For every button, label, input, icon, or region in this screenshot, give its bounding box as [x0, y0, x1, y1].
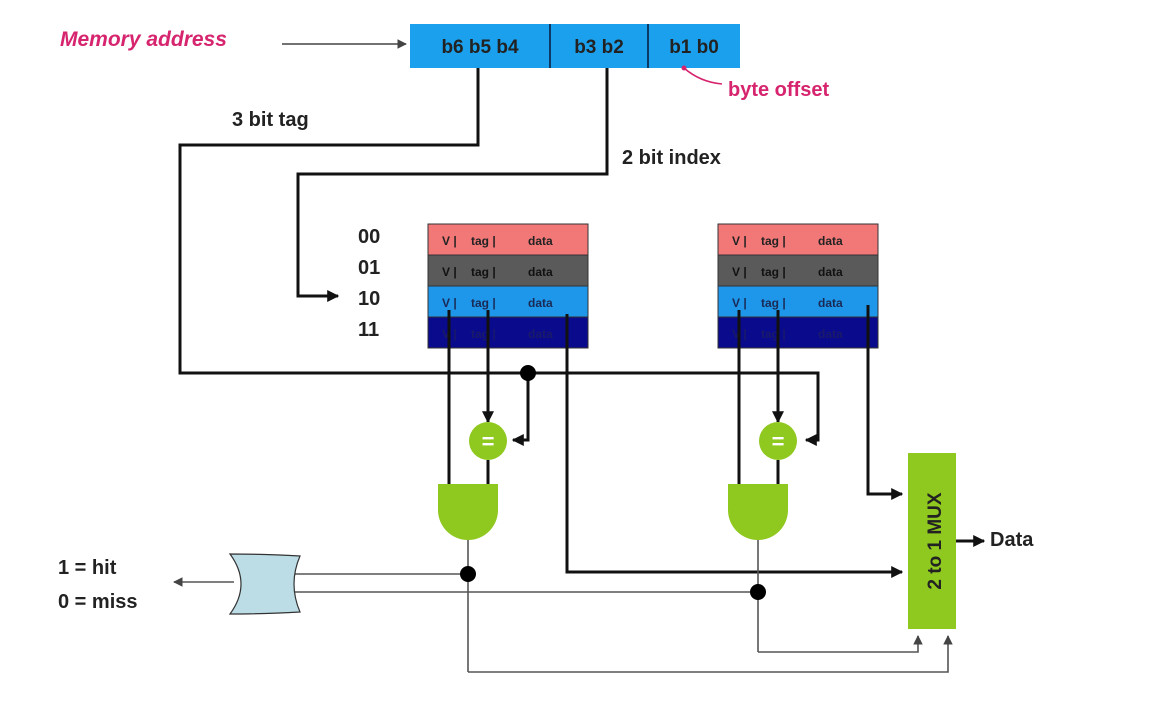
- way1-row00-data: data: [528, 234, 553, 248]
- way1-row01-data: data: [528, 265, 553, 279]
- index-label: 2 bit index: [622, 147, 721, 169]
- offset-bits-text: b1 b0: [669, 37, 719, 58]
- cache-way-2: V | tag | data V | tag | data V | tag | …: [717, 223, 879, 349]
- data-output-label: Data: [990, 529, 1034, 551]
- comparator-2-symbol: =: [772, 429, 785, 454]
- comparator-1: =: [469, 422, 507, 460]
- comparator-1-symbol: =: [482, 429, 495, 454]
- way2-row10-tag: tag |: [761, 296, 786, 310]
- hit-label: 1 = hit: [58, 557, 117, 579]
- tag-branch-wire: [511, 373, 530, 446]
- way2-row00-tag: tag |: [761, 234, 786, 248]
- mux-select-wire-1: [468, 635, 953, 673]
- row-index-11: 11: [358, 319, 379, 341]
- mux-select-wire-2: [758, 635, 923, 653]
- tag-wire: [178, 68, 820, 446]
- way1-row10-v: V |: [442, 296, 457, 310]
- index-bits-text: b3 b2: [574, 37, 624, 58]
- way2-row10-v: V |: [732, 296, 747, 310]
- row-index-10: 10: [358, 288, 380, 310]
- way2-row01-data: data: [818, 265, 843, 279]
- index-wire: [296, 68, 609, 302]
- way1-row10-data: data: [528, 296, 553, 310]
- tag-junction-dot: [520, 365, 536, 381]
- way1-row01-tag: tag |: [471, 265, 496, 279]
- miss-label: 0 = miss: [58, 591, 138, 613]
- and1-junction-dot: [460, 566, 476, 582]
- cache-way-1: V | tag | data V | tag | data V | tag | …: [427, 223, 589, 349]
- way2-row00-data: data: [818, 234, 843, 248]
- and-gate-1: [438, 484, 498, 540]
- row-index-00: 00: [358, 226, 380, 248]
- and-gate-2: [728, 484, 788, 540]
- way2-row01-tag: tag |: [761, 265, 786, 279]
- row-index-01: 01: [358, 257, 380, 279]
- way1-row00-tag: tag |: [471, 234, 496, 248]
- tag-label: 3 bit tag: [232, 109, 309, 131]
- mux: 2 to 1 MUX: [908, 453, 956, 629]
- way2-data-wire: [866, 305, 904, 500]
- way2-row11-tag: tag |: [761, 327, 786, 341]
- tag-bits-text: b6 b5 b4: [441, 37, 519, 58]
- address-bits-box: b6 b5 b4 b3 b2 b1 b0: [410, 24, 740, 68]
- byte-offset-pointer: [683, 67, 723, 85]
- mux-label: 2 to 1 MUX: [925, 492, 946, 589]
- way2-row01-v: V |: [732, 265, 747, 279]
- way1-row10-tag: tag |: [471, 296, 496, 310]
- way1-data-wire: [565, 314, 904, 578]
- byte-offset-label: byte offset: [728, 79, 829, 101]
- way1-row11-data: data: [528, 327, 553, 341]
- byte-offset-pointer-dot: [681, 65, 687, 71]
- comparator-2: =: [759, 422, 797, 460]
- way1-row01-v: V |: [442, 265, 457, 279]
- or-gate: [228, 553, 301, 615]
- way2-row00-v: V |: [732, 234, 747, 248]
- memory-address-label: Memory address: [60, 28, 227, 51]
- way1-row00-v: V |: [442, 234, 457, 248]
- and2-junction-dot: [750, 584, 766, 600]
- way2-row10-data: data: [818, 296, 843, 310]
- way1-row11-tag: tag |: [471, 327, 496, 341]
- row-index-labels: 00 01 10 11: [358, 226, 380, 341]
- way2-row11-data: data: [818, 327, 843, 341]
